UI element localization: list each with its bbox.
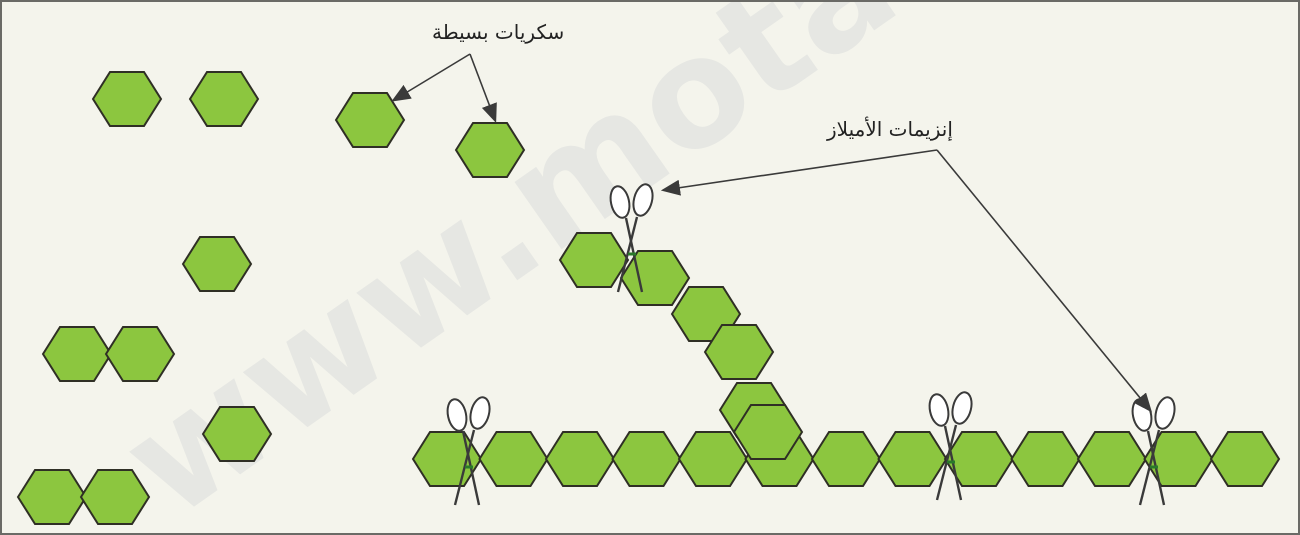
starch-chain-unit bbox=[1012, 432, 1080, 486]
starch-chain-unit bbox=[546, 432, 614, 486]
starch-chain-unit bbox=[812, 432, 880, 486]
simple-sugars-label: سكريات بسيطة bbox=[432, 20, 564, 44]
sugar-unit-pair bbox=[81, 470, 149, 524]
starch-chain-unit bbox=[613, 432, 681, 486]
starch-branch-unit bbox=[621, 251, 689, 305]
starch-chain-unit bbox=[480, 432, 548, 486]
sugar-unit-pair bbox=[43, 327, 111, 381]
starch-chain-unit bbox=[1078, 432, 1146, 486]
label-arrow bbox=[394, 54, 470, 100]
sugar-unit-free bbox=[190, 72, 258, 126]
sugar-unit-free bbox=[336, 93, 404, 147]
starch-chain-unit bbox=[1211, 432, 1279, 486]
starch-chain-unit bbox=[679, 432, 747, 486]
sugar-unit-free bbox=[183, 237, 251, 291]
sugar-unit-pair bbox=[18, 470, 86, 524]
starch-chain-unit bbox=[879, 432, 947, 486]
sugar-unit-free bbox=[93, 72, 161, 126]
label-arrow bbox=[470, 54, 495, 120]
amylase-enzymes-label: إنزيمات الأميلاز bbox=[827, 117, 953, 141]
label-arrow bbox=[937, 150, 1150, 410]
